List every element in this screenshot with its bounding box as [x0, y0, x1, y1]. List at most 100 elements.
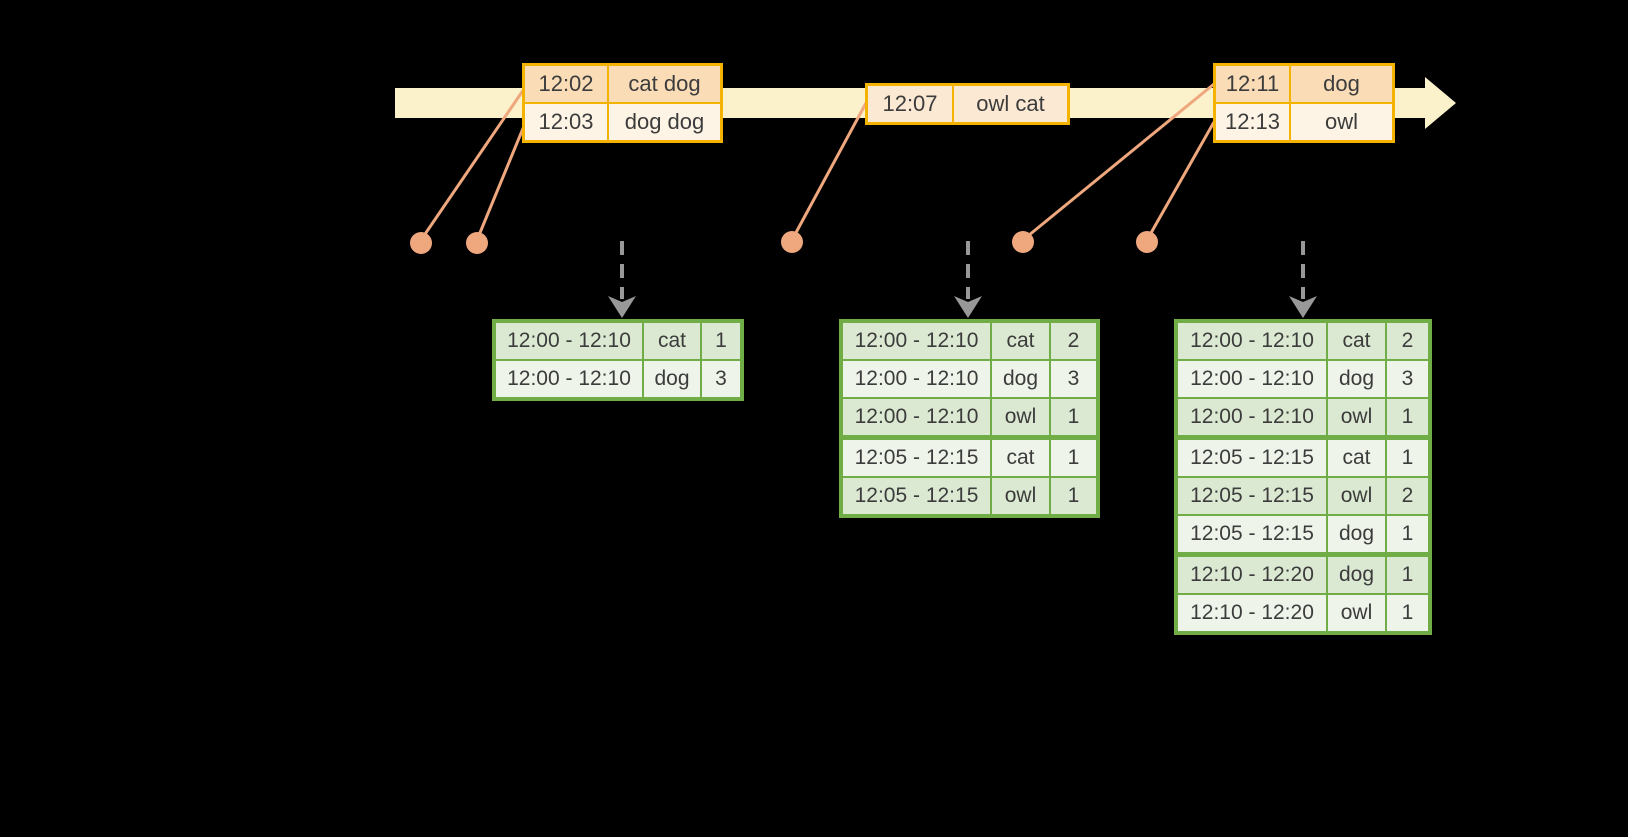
event-connector-line	[790, 102, 868, 241]
count-cell: 1	[1387, 595, 1428, 631]
event-table-2: 12:07 owl cat	[865, 83, 1070, 125]
result-row: 12:10 - 12:20 dog 1	[1178, 557, 1428, 593]
event-dot	[410, 232, 432, 254]
down-arrow-icon	[954, 296, 982, 318]
event-time-cell: 12:13	[1216, 104, 1289, 140]
window-cell: 12:05 - 12:15	[843, 478, 990, 514]
event-dot	[1012, 231, 1034, 253]
window-cell: 12:00 - 12:10	[1178, 361, 1326, 397]
window-cell: 12:00 - 12:10	[1178, 399, 1326, 435]
event-dot	[781, 231, 803, 253]
event-dot	[466, 232, 488, 254]
result-row: 12:05 - 12:15 owl 1	[843, 478, 1096, 514]
word-cell: owl	[1328, 399, 1385, 435]
result-row: 12:00 - 12:10 owl 1	[1178, 399, 1428, 435]
word-cell: owl	[992, 399, 1049, 435]
event-dot	[1136, 231, 1158, 253]
trigger-arrows	[620, 241, 1305, 299]
event-dots	[410, 231, 1158, 254]
count-cell: 2	[1387, 478, 1428, 514]
event-time-cell: 12:07	[868, 86, 952, 122]
count-cell: 1	[1387, 557, 1428, 593]
window-cell: 12:00 - 12:10	[496, 361, 642, 397]
event-table-1: 12:02 cat dog 12:03 dog dog	[522, 63, 723, 143]
word-cell: dog	[992, 361, 1049, 397]
down-arrow-icon	[1289, 296, 1317, 318]
timeline-arrowhead-icon	[1425, 77, 1456, 129]
result-row: 12:00 - 12:10 cat 2	[1178, 323, 1428, 359]
result-row: 12:00 - 12:10 cat 2	[843, 323, 1096, 359]
event-row: 12:07 owl cat	[868, 86, 1067, 122]
trigger-arrowheads	[608, 296, 1317, 318]
count-cell: 2	[1051, 323, 1096, 359]
word-cell: dog	[1328, 557, 1385, 593]
word-cell: owl	[1328, 478, 1385, 514]
result-row: 12:05 - 12:15 cat 1	[843, 440, 1096, 476]
event-connector-line	[1022, 82, 1215, 242]
event-time-cell: 12:11	[1216, 66, 1289, 102]
window-cell: 12:00 - 12:10	[496, 323, 642, 359]
event-connector-lines	[419, 82, 1216, 242]
word-cell: cat	[992, 440, 1049, 476]
window-cell: 12:00 - 12:10	[1178, 323, 1326, 359]
result-row: 12:00 - 12:10 dog 3	[1178, 361, 1428, 397]
window-cell: 12:05 - 12:15	[1178, 440, 1326, 476]
count-cell: 1	[1051, 478, 1096, 514]
count-cell: 3	[702, 361, 740, 397]
down-arrow-icon	[608, 296, 636, 318]
event-row: 12:03 dog dog	[525, 104, 720, 140]
window-cell: 12:05 - 12:15	[843, 440, 990, 476]
event-words-cell: cat dog	[609, 66, 720, 102]
count-cell: 1	[702, 323, 740, 359]
count-cell: 1	[1387, 399, 1428, 435]
count-cell: 1	[1387, 440, 1428, 476]
word-cell: dog	[1328, 361, 1385, 397]
event-table-3: 12:11 dog 12:13 owl	[1213, 63, 1395, 143]
word-cell: owl	[1328, 595, 1385, 631]
event-words-cell: dog dog	[609, 104, 720, 140]
window-cell: 12:10 - 12:20	[1178, 557, 1326, 593]
event-connector-line	[1145, 121, 1216, 241]
word-cell: cat	[1328, 440, 1385, 476]
result-row: 12:05 - 12:15 cat 1	[1178, 440, 1428, 476]
result-table-2: 12:00 - 12:10 cat 2 12:00 - 12:10 dog 3 …	[839, 319, 1100, 518]
window-cell: 12:10 - 12:20	[1178, 595, 1326, 631]
result-row: 12:05 - 12:15 dog 1	[1178, 516, 1428, 552]
event-words-cell: owl	[1291, 104, 1392, 140]
window-cell: 12:00 - 12:10	[843, 361, 990, 397]
result-row: 12:10 - 12:20 owl 1	[1178, 595, 1428, 631]
event-words-cell: owl cat	[954, 86, 1067, 122]
word-cell: owl	[992, 478, 1049, 514]
result-table-3: 12:00 - 12:10 cat 2 12:00 - 12:10 dog 3 …	[1174, 319, 1432, 635]
window-cell: 12:00 - 12:10	[843, 399, 990, 435]
event-connector-line	[419, 88, 526, 241]
event-row: 12:11 dog	[1216, 66, 1392, 102]
window-cell: 12:05 - 12:15	[1178, 478, 1326, 514]
word-cell: dog	[1328, 516, 1385, 552]
event-connector-line	[475, 125, 526, 241]
count-cell: 3	[1051, 361, 1096, 397]
count-cell: 1	[1051, 440, 1096, 476]
result-table-1: 12:00 - 12:10 cat 1 12:00 - 12:10 dog 3	[492, 319, 744, 401]
result-row: 12:05 - 12:15 owl 2	[1178, 478, 1428, 514]
window-cell: 12:00 - 12:10	[843, 323, 990, 359]
count-cell: 1	[1051, 399, 1096, 435]
word-cell: cat	[1328, 323, 1385, 359]
window-cell: 12:05 - 12:15	[1178, 516, 1326, 552]
count-cell: 1	[1387, 516, 1428, 552]
event-time-cell: 12:03	[525, 104, 607, 140]
result-row: 12:00 - 12:10 cat 1	[496, 323, 740, 359]
count-cell: 3	[1387, 361, 1428, 397]
count-cell: 2	[1387, 323, 1428, 359]
event-words-cell: dog	[1291, 66, 1392, 102]
event-time-cell: 12:02	[525, 66, 607, 102]
result-row: 12:00 - 12:10 dog 3	[843, 361, 1096, 397]
event-row: 12:13 owl	[1216, 104, 1392, 140]
result-row: 12:00 - 12:10 dog 3	[496, 361, 740, 397]
word-cell: dog	[644, 361, 700, 397]
event-row: 12:02 cat dog	[525, 66, 720, 102]
word-cell: cat	[992, 323, 1049, 359]
word-cell: cat	[644, 323, 700, 359]
